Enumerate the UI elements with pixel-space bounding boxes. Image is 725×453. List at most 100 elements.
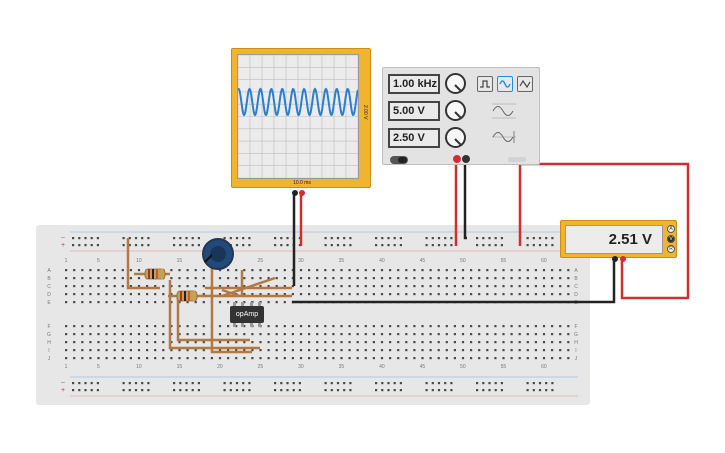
breadboard-hole[interactable] [551, 325, 554, 328]
breadboard-hole[interactable] [121, 357, 124, 360]
breadboard-hole[interactable] [65, 301, 68, 304]
potentiometer[interactable] [202, 238, 234, 270]
breadboard-hole[interactable] [534, 293, 537, 296]
breadboard-hole[interactable] [194, 357, 197, 360]
breadboard-hole[interactable] [559, 341, 562, 344]
breadboard-hole[interactable] [202, 341, 205, 344]
breadboard-hole[interactable] [340, 341, 343, 344]
breadboard-hole[interactable] [251, 293, 254, 296]
breadboard-hole[interactable] [89, 285, 92, 288]
breadboard-hole[interactable] [478, 325, 481, 328]
rail-hole[interactable] [476, 382, 479, 385]
breadboard-hole[interactable] [65, 285, 68, 288]
breadboard-hole[interactable] [429, 341, 432, 344]
rail-hole[interactable] [343, 382, 346, 385]
breadboard-hole[interactable] [551, 269, 554, 272]
rail-hole[interactable] [78, 237, 81, 240]
fgen-terminal-positive[interactable] [453, 155, 461, 163]
breadboard-hole[interactable] [364, 341, 367, 344]
breadboard-hole[interactable] [146, 293, 149, 296]
breadboard-hole[interactable] [154, 349, 157, 352]
breadboard-hole[interactable] [113, 325, 116, 328]
breadboard-hole[interactable] [218, 285, 222, 288]
rail-hole[interactable] [223, 389, 226, 392]
breadboard-hole[interactable] [81, 301, 84, 304]
breadboard-hole[interactable] [470, 325, 473, 328]
breadboard-hole[interactable] [494, 357, 497, 360]
breadboard-hole[interactable] [461, 349, 465, 352]
breadboard-hole[interactable] [162, 293, 165, 296]
breadboard-hole[interactable] [510, 341, 513, 344]
breadboard-hole[interactable] [551, 333, 554, 336]
rail-hole[interactable] [128, 244, 131, 247]
breadboard-hole[interactable] [421, 333, 424, 336]
breadboard-hole[interactable] [194, 285, 197, 288]
breadboard-hole[interactable] [518, 325, 521, 328]
rail-hole[interactable] [96, 389, 99, 392]
rail-hole[interactable] [242, 244, 245, 247]
breadboard-hole[interactable] [178, 357, 181, 360]
breadboard-hole[interactable] [235, 301, 238, 304]
breadboard-hole[interactable] [559, 277, 562, 280]
rail-hole[interactable] [122, 389, 125, 392]
breadboard-hole[interactable] [194, 341, 197, 344]
breadboard-hole[interactable] [186, 349, 189, 352]
rail-hole[interactable] [179, 382, 182, 385]
breadboard-hole[interactable] [551, 285, 554, 288]
breadboard-hole[interactable] [113, 357, 116, 360]
rail-hole[interactable] [248, 389, 251, 392]
rail-hole[interactable] [425, 237, 428, 240]
breadboard-hole[interactable] [97, 269, 100, 272]
rail-hole[interactable] [223, 382, 226, 385]
rail-hole[interactable] [229, 382, 232, 385]
breadboard-hole[interactable] [478, 277, 481, 280]
breadboard-hole[interactable] [283, 293, 286, 296]
breadboard-hole[interactable] [372, 277, 375, 280]
breadboard-hole[interactable] [170, 333, 173, 336]
breadboard-hole[interactable] [170, 349, 173, 352]
breadboard-hole[interactable] [308, 277, 311, 280]
breadboard-hole[interactable] [137, 285, 141, 288]
rail-hole[interactable] [375, 237, 378, 240]
breadboard-hole[interactable] [146, 357, 149, 360]
breadboard-hole[interactable] [227, 277, 230, 280]
breadboard-hole[interactable] [105, 349, 108, 352]
breadboard-hole[interactable] [113, 341, 116, 344]
breadboard-hole[interactable] [445, 269, 448, 272]
rail-hole[interactable] [141, 244, 144, 247]
breadboard-hole[interactable] [89, 349, 92, 352]
breadboard-hole[interactable] [461, 269, 465, 272]
dc-offset-knob[interactable] [445, 127, 466, 148]
breadboard-hole[interactable] [356, 277, 359, 280]
breadboard-hole[interactable] [542, 333, 546, 336]
rail-hole[interactable] [72, 389, 75, 392]
breadboard-hole[interactable] [202, 349, 205, 352]
breadboard-hole[interactable] [316, 269, 319, 272]
rail-hole[interactable] [122, 382, 125, 385]
rail-hole[interactable] [324, 244, 327, 247]
frequency-knob[interactable] [445, 73, 466, 94]
breadboard-hole[interactable] [129, 285, 132, 288]
breadboard-hole[interactable] [445, 277, 448, 280]
rail-hole[interactable] [134, 237, 138, 240]
breadboard-hole[interactable] [202, 277, 205, 280]
breadboard-hole[interactable] [332, 269, 335, 272]
breadboard-hole[interactable] [405, 277, 408, 280]
breadboard-hole[interactable] [275, 325, 278, 328]
breadboard-hole[interactable] [154, 293, 157, 296]
breadboard-hole[interactable] [105, 325, 108, 328]
breadboard-hole[interactable] [518, 277, 521, 280]
breadboard-hole[interactable] [372, 293, 375, 296]
rail-hole[interactable] [173, 389, 176, 392]
breadboard-hole[interactable] [518, 341, 521, 344]
rail-hole[interactable] [90, 389, 93, 392]
breadboard-hole[interactable] [129, 333, 132, 336]
rail-hole[interactable] [336, 389, 340, 392]
breadboard-hole[interactable] [97, 293, 100, 296]
breadboard-hole[interactable] [413, 285, 416, 288]
breadboard-hole[interactable] [380, 325, 384, 328]
breadboard-hole[interactable] [348, 293, 351, 296]
breadboard-hole[interactable] [526, 333, 529, 336]
rail-hole[interactable] [538, 382, 542, 385]
breadboard-hole[interactable] [146, 325, 149, 328]
